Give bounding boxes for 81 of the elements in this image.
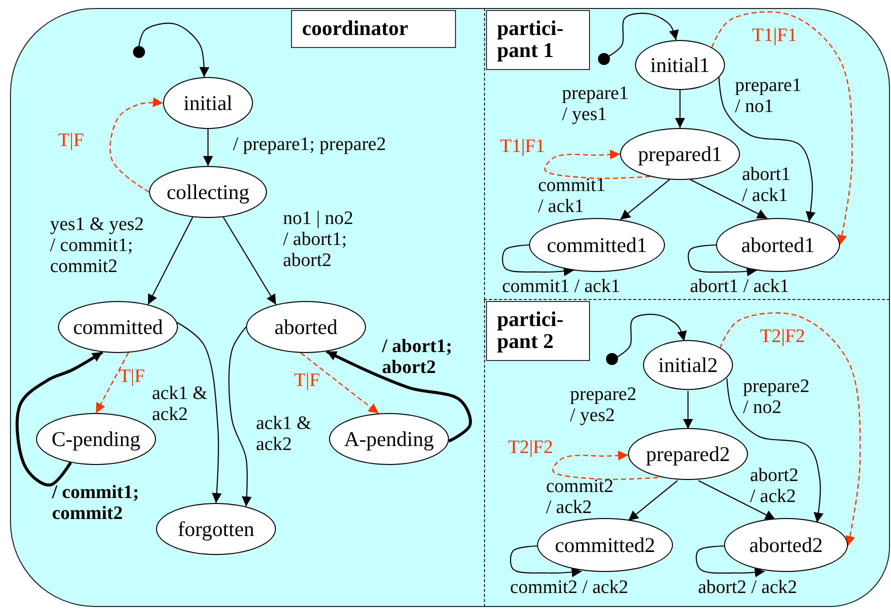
transition-label: T1|F1 [752, 25, 798, 46]
state-name: prepared1 [638, 142, 722, 166]
region-panel [484, 300, 890, 607]
transition-arrow [138, 22, 210, 78]
transition-arrow [222, 216, 276, 305]
transition-label: prepare2 / no2 [743, 376, 810, 418]
state-name: initial1 [650, 52, 710, 78]
transition-arrow [718, 77, 816, 222]
transition-arrow [608, 12, 679, 56]
transition-arrow [726, 378, 824, 523]
state-name: forgotten [178, 516, 254, 542]
state-name: aborted1 [741, 232, 815, 258]
transition-label: abort1 / ack1 [690, 276, 790, 297]
transition-label: abort2 / ack2 [750, 465, 800, 507]
transition-arrow [502, 244, 574, 276]
transition-arrow [326, 350, 472, 443]
state-name: committed2 [554, 532, 656, 558]
state-name: A-pending [344, 426, 434, 452]
state-name: committed [73, 314, 163, 340]
transition-arrow [300, 352, 379, 414]
transition-arrow [696, 545, 765, 578]
transition-arrow [16, 350, 104, 486]
transition-arrow [719, 312, 861, 546]
transition-arrow [148, 216, 194, 305]
initial-dot [598, 53, 610, 65]
transition-label: T|F [294, 370, 321, 391]
transition-label: T2|F2 [760, 326, 806, 347]
state-ellipse [724, 518, 848, 572]
state-name: aborted2 [749, 532, 823, 558]
region-panel [484, 8, 890, 300]
transition-label: ack1 & ack2 [152, 383, 208, 425]
transition-arrow [228, 326, 252, 507]
transition-arrow [203, 129, 213, 166]
transition-arrow [510, 545, 582, 578]
state-name: committed1 [546, 232, 648, 258]
transition-arrow [711, 11, 853, 246]
region-title: coordinator [291, 10, 456, 48]
state-name: initial [184, 90, 232, 116]
state-name: collecting [166, 180, 250, 204]
state-ellipse [716, 218, 840, 272]
region-title: partici- pant 1 [486, 10, 590, 70]
transition-label: / prepare1; prepare2 [233, 134, 387, 155]
transition-arrow [698, 480, 776, 520]
transition-label: prepare1 / yes1 [562, 83, 630, 125]
transition-arrow [552, 450, 658, 480]
transition-label: ack1 & ack2 [256, 413, 312, 455]
transition-arrow [690, 179, 768, 219]
transition-arrow [544, 150, 650, 179]
transition-label: commit1 / ack1 [502, 276, 622, 297]
region-panel [10, 8, 484, 607]
transition-arrow [95, 352, 129, 414]
transition-label: prepare1 / no1 [735, 75, 802, 117]
transition-label: T|F [58, 130, 85, 151]
transition-label: abort2 / ack2 [698, 577, 798, 598]
transition-label: commit1 / ack1 [538, 175, 607, 217]
transition-label: / commit1; commit2 [52, 482, 140, 524]
transition-arrow [688, 244, 757, 276]
transition-arrow [110, 97, 164, 193]
state-name: prepared2 [646, 442, 730, 466]
state-name: C-pending [52, 426, 140, 452]
transition-label: / abort1; abort2 [382, 336, 454, 378]
state-name: initial2 [658, 352, 718, 378]
transition-label: yes1 & yes2 / commit1; commit2 [50, 214, 145, 277]
transition-arrow [620, 179, 670, 220]
transition-label: no1 | no2 / abort1; abort2 [283, 208, 354, 271]
transition-label: T|F [119, 366, 146, 387]
transition-arrow [683, 391, 693, 429]
transition-label: abort1 / ack1 [742, 164, 792, 206]
transition-label: T2|F2 [508, 437, 554, 458]
transition-label: commit2 / ack2 [546, 476, 615, 518]
transition-label: T1|F1 [500, 136, 546, 157]
state-name: aborted [274, 314, 338, 340]
transition-arrow [176, 322, 222, 504]
transition-arrow [616, 314, 687, 358]
transition-arrow [675, 90, 685, 128]
transition-label: commit2 / ack2 [510, 577, 630, 598]
transition-arrow [628, 480, 678, 522]
region-title: partici- pant 2 [486, 301, 590, 361]
initial-dot [133, 46, 145, 58]
initial-dot [606, 353, 618, 365]
transition-label: prepare2 / yes2 [570, 384, 638, 426]
